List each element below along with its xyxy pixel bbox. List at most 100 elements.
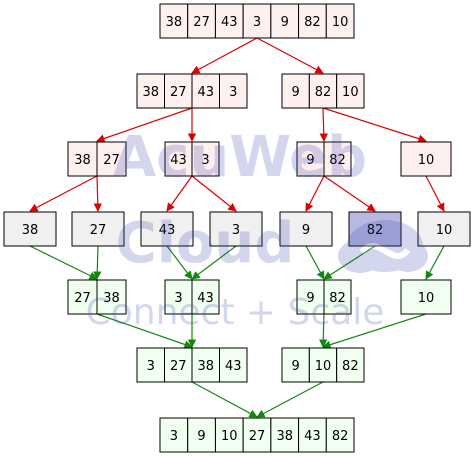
split-arrow-s2-c-to-leaf-82: [323, 175, 376, 212]
split-arrow-s2-c-to-leaf-9: [305, 175, 325, 212]
array-cell-value: 3: [170, 429, 178, 444]
array-cell-value: 9: [306, 291, 314, 306]
array-cell: [187, 3, 216, 39]
array-cell: [336, 347, 365, 383]
array-cell-value: 43: [170, 153, 187, 168]
merge-arrow-leaf-9-to-m1-c: [305, 245, 325, 280]
split-arrow-root-to-s1-left: [191, 37, 258, 74]
split-arrow-root-to-s1-right: [256, 37, 324, 74]
array-cell-value: 3: [229, 85, 237, 100]
array-cell: [417, 211, 471, 247]
array-cell-value: 82: [342, 359, 359, 374]
array-cell-value: 38: [22, 223, 39, 238]
array-cell-value: 82: [329, 153, 346, 168]
array-cell: [214, 3, 244, 39]
leaf-node-leaf-10: 10: [417, 211, 471, 247]
array-cell-value: 82: [315, 85, 332, 100]
split-arrow-s1-right-to-s2-d: [322, 107, 427, 143]
array-cell-value: 3: [174, 291, 182, 306]
merge-arrow-leaf-10-to-m1-d: [425, 245, 445, 280]
array-cell: [219, 73, 248, 109]
array-cell: [191, 347, 220, 383]
arrows-layer: [29, 37, 445, 418]
array-cell: [96, 141, 127, 177]
array-cell-value: 27: [170, 359, 187, 374]
array-cell-value: 43: [304, 429, 321, 444]
array-cell-value: 38: [166, 15, 183, 30]
leaf-node-leaf-43: 43: [140, 211, 194, 247]
array-cell-value: 82: [329, 291, 346, 306]
watermark-tagline: Connect + Scale: [86, 292, 385, 333]
array-cell: [281, 347, 310, 383]
array-cell-value: 10: [315, 359, 332, 374]
leaf-node-leaf-9: 9: [279, 211, 333, 247]
array-cell: [71, 211, 125, 247]
merge-node-m1-c: 9 82: [296, 279, 352, 315]
array-cell-value: 82: [304, 15, 321, 30]
array-cell: [191, 141, 220, 177]
array-cell: [140, 211, 194, 247]
array-cell: [159, 417, 189, 453]
merge-arrow-leaf-38-to-m1-a: [29, 245, 98, 280]
array-cell-value: 10: [221, 429, 238, 444]
array-cell-value: 3: [253, 15, 261, 30]
merge-arrow-m2-right-to-final: [256, 381, 324, 418]
cloud-logo-icon: [338, 220, 428, 273]
split-arrow-s1-left-to-s2-a: [96, 107, 193, 143]
merge-node-m1-b: 3 43: [164, 279, 220, 315]
watermark-line1: AcuWeb: [113, 125, 367, 190]
array-cell-value: 9: [292, 359, 300, 374]
array-cell-value: 38: [103, 291, 120, 306]
array-cell-value: 27: [193, 15, 210, 30]
array-cell: [270, 417, 300, 453]
leaf-node-leaf-3: 3: [209, 211, 263, 247]
array-cell: [400, 141, 452, 177]
array-cell-value: 27: [249, 429, 266, 444]
split-node-s1-right: 9 82 10: [281, 73, 365, 109]
array-cell: [298, 417, 327, 453]
array-cell-value: 3: [147, 359, 155, 374]
array-cell: [3, 211, 57, 247]
array-cell-value: 43: [159, 223, 176, 238]
array-cell-value: 10: [332, 15, 349, 30]
array-cell: [336, 73, 365, 109]
array-cell: [400, 279, 452, 315]
array-cell: [191, 279, 220, 315]
array-cell: [214, 417, 244, 453]
watermark: AcuWeb Cloud Connect + Scale: [86, 125, 428, 333]
watermark-line2: Cloud: [116, 211, 295, 276]
array-cell: [281, 73, 310, 109]
array-cell-value: 10: [418, 291, 435, 306]
leaf-node-leaf-82: 82: [348, 211, 402, 247]
array-cell: [296, 279, 325, 315]
array-cell-value: 10: [342, 85, 359, 100]
split-arrow-s1-right-to-s2-c: [319, 107, 328, 142]
array-cell: [296, 141, 325, 177]
merge-arrow-leaf-27-to-m1-a: [93, 245, 102, 280]
array-cell: [298, 3, 327, 39]
merge-node-m1-a: 27 38: [67, 279, 127, 315]
array-cell-value: 9: [292, 85, 300, 100]
merge-arrow-m2-left-to-final: [191, 381, 258, 418]
array-cell: [279, 211, 333, 247]
array-cell: [164, 279, 193, 315]
merge-arrow-leaf-3-to-m1-b: [191, 245, 237, 280]
array-cell-value: 43: [197, 291, 214, 306]
split-arrow-s2-a-to-leaf-27: [93, 175, 102, 212]
merge-arrow-m1-d-to-m2-right: [322, 313, 427, 349]
array-cell: [164, 347, 193, 383]
merge-arrow-leaf-43-to-m1-b: [166, 245, 193, 280]
array-cell: [159, 3, 189, 39]
array-cell-value: 3: [232, 223, 240, 238]
array-cell-value: 82: [367, 223, 384, 238]
array-cell-value: 27: [74, 291, 91, 306]
array-cell: [164, 73, 193, 109]
split-arrow-s2-d-to-leaf-10: [425, 175, 445, 212]
merge-arrow-leaf-82-to-m1-c: [323, 245, 376, 280]
array-cell: [191, 73, 220, 109]
